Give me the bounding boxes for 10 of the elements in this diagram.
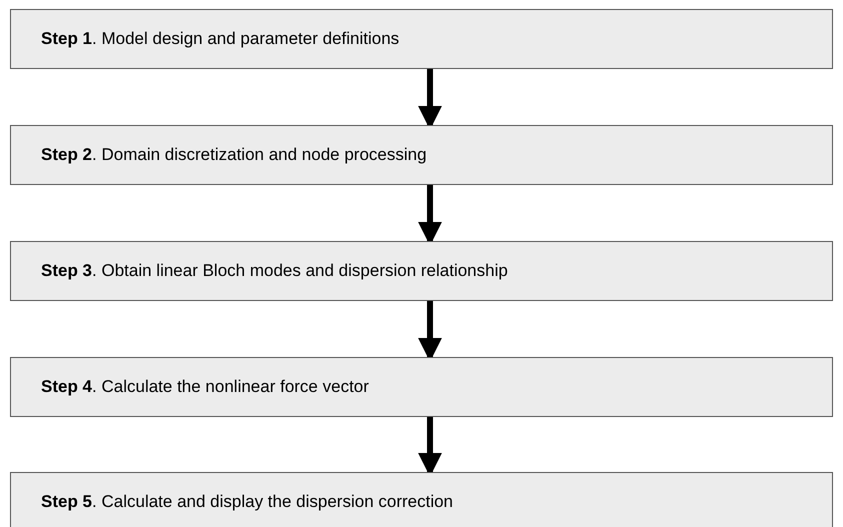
step-text: Step 3. Obtain linear Bloch modes and dispersion relationship — [41, 260, 508, 282]
process-box — [10, 9, 833, 69]
process-box — [10, 472, 833, 527]
process-box — [10, 357, 833, 417]
step-text: Step 4. Calculate the nonlinear force vector — [41, 376, 369, 398]
process-box — [10, 125, 833, 185]
process-box — [10, 241, 833, 301]
step-text: Step 1. Model design and parameter definitions — [41, 28, 400, 50]
step-text: Step 5. Calculate and display the dispersion correction — [41, 491, 454, 514]
step-text: Step 2. Domain discretization and node processing — [41, 144, 427, 166]
